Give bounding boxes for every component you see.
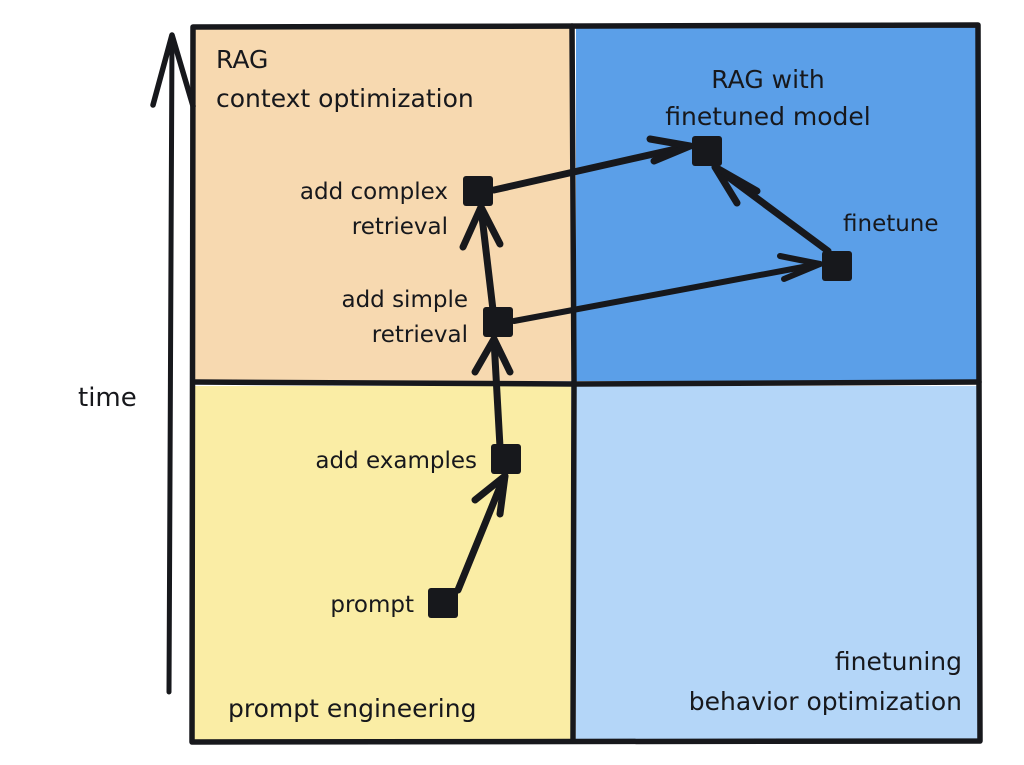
arrow-head-left <box>459 203 485 251</box>
arrow-add-complex-retrieval-to-rag-finetuned <box>490 135 694 194</box>
label-prompt: prompt <box>330 592 414 618</box>
quadrant-finetuning-label-line1: finetuning <box>835 647 962 676</box>
time-axis-group: time <box>78 32 196 695</box>
node-add-simple-retrieval[interactable] <box>483 307 513 337</box>
arrow-add-simple-to-add-complex-retrieval <box>459 203 504 314</box>
quadrant-rag-label-line2: context optimization <box>216 84 474 113</box>
arrow-head-right <box>711 163 761 195</box>
arrow-shaft <box>477 204 497 314</box>
frame-outline <box>189 22 983 745</box>
node-group <box>428 136 852 618</box>
label-add-simple-retrieval-line1: add simple <box>341 287 468 313</box>
quadrant-rag-finetuned-label-line1: RAG with <box>711 65 824 94</box>
node-labels: add complex retrieval add simple retriev… <box>300 179 939 618</box>
arrow-add-simple-retrieval-to-finetune <box>511 253 823 324</box>
time-axis-arrowhead <box>150 32 196 109</box>
quadrant-finetuning-label-line2: behavior optimization <box>689 687 962 716</box>
quadrant-prompt-engineering-label-line1: prompt engineering <box>228 694 476 723</box>
arrow-head-right <box>477 203 504 248</box>
arrow-head-left <box>471 472 509 504</box>
quadrant-rag-with-finetuned-model[interactable] <box>576 26 978 381</box>
quadrant-rag-finetuned-label-line2: finetuned model <box>665 102 871 131</box>
divider-horizontal <box>190 379 982 387</box>
node-add-examples[interactable] <box>491 444 521 474</box>
time-axis-line <box>166 34 175 695</box>
label-add-simple-retrieval-line2: retrieval <box>372 322 468 348</box>
quadrant-prompt-engineering[interactable] <box>194 386 571 740</box>
quadrant-finetuning[interactable] <box>576 386 978 740</box>
y-axis-label: time <box>78 383 137 413</box>
arrow-shaft <box>454 473 508 594</box>
arrow-head-right <box>496 472 509 518</box>
arrow-head-right <box>490 335 514 376</box>
arrow-shaft <box>490 142 693 194</box>
quadrant-borders <box>189 22 983 745</box>
label-add-complex-retrieval-line1: add complex <box>300 179 448 205</box>
arrow-head-top <box>777 253 823 267</box>
arrow-add-examples-to-add-simple-retrieval <box>471 335 514 451</box>
quadrant-group <box>194 26 978 740</box>
arrow-head-bottom <box>650 142 694 165</box>
quadrant-labels: RAG context optimization RAG with finetu… <box>216 45 962 723</box>
node-finetune[interactable] <box>822 251 852 281</box>
node-rag-with-finetuned-model[interactable] <box>692 136 722 166</box>
arrow-shaft <box>511 261 822 324</box>
label-finetune: finetune <box>843 211 939 237</box>
arrow-head-top <box>646 135 694 150</box>
arrow-group <box>454 135 832 594</box>
node-prompt[interactable] <box>428 588 458 618</box>
node-add-complex-retrieval[interactable] <box>463 176 493 206</box>
arrow-prompt-to-add-examples <box>454 472 509 594</box>
label-add-examples: add examples <box>315 448 477 474</box>
arrow-head-left <box>471 335 498 376</box>
arrow-head-bottom <box>781 261 823 282</box>
quadrant-rag-label-line1: RAG <box>216 45 268 74</box>
arrow-finetune-to-rag-finetuned <box>711 163 832 255</box>
label-add-complex-retrieval-line2: retrieval <box>352 214 448 240</box>
arrow-shaft <box>490 336 504 451</box>
